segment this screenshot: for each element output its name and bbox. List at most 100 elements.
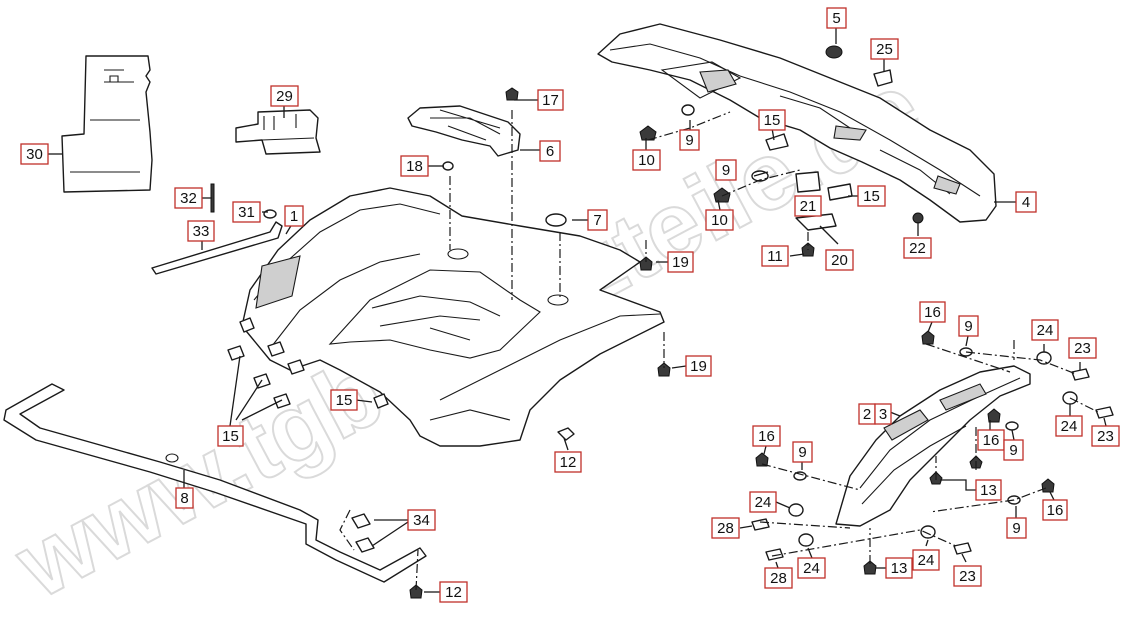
callout-9-top: 9 <box>679 129 700 151</box>
callout-19-upper: 19 <box>667 251 694 273</box>
svg-text:24: 24 <box>1037 322 1054 339</box>
callout-31: 31 <box>232 201 261 223</box>
callout-20: 20 <box>825 249 854 271</box>
svg-text:13: 13 <box>891 560 908 577</box>
svg-text:29: 29 <box>276 88 293 105</box>
svg-text:12: 12 <box>560 454 577 471</box>
callout-2: 2 <box>858 403 876 425</box>
svg-text:34: 34 <box>413 512 430 529</box>
svg-text:7: 7 <box>593 212 601 229</box>
svg-text:15: 15 <box>863 188 880 205</box>
callout-17: 17 <box>537 89 564 111</box>
callout-9-upper-right: 9 <box>958 315 979 337</box>
callout-7: 7 <box>587 209 608 231</box>
svg-text:10: 10 <box>638 152 655 169</box>
callout-19-lower: 19 <box>685 355 712 377</box>
svg-text:20: 20 <box>831 252 848 269</box>
part-34-bolts <box>351 513 423 599</box>
callout-9-right-lower: 9 <box>1006 517 1027 539</box>
callout-6: 6 <box>539 140 561 162</box>
callout-32: 32 <box>174 187 203 209</box>
svg-text:9: 9 <box>722 162 730 179</box>
callout-11: 11 <box>761 245 789 267</box>
callout-25: 25 <box>870 38 899 60</box>
part-1-rear-fender <box>241 187 665 447</box>
callout-29: 29 <box>270 85 299 107</box>
callout-28-upper: 28 <box>711 517 740 539</box>
callout-13-upper: 13 <box>975 479 1002 501</box>
callout-1: 1 <box>284 205 304 227</box>
svg-text:24: 24 <box>803 560 820 577</box>
svg-text:5: 5 <box>832 10 840 27</box>
svg-text:12: 12 <box>445 584 462 601</box>
svg-text:9: 9 <box>964 318 972 335</box>
svg-text:13: 13 <box>980 482 997 499</box>
callout-16-step: 16 <box>977 429 1005 451</box>
svg-text:18: 18 <box>406 158 423 175</box>
callout-10-top: 10 <box>632 149 661 171</box>
svg-text:15: 15 <box>764 112 781 129</box>
callout-34: 34 <box>407 509 436 531</box>
callout-24-bottom-right: 24 <box>912 549 940 571</box>
callout-15-top: 15 <box>758 109 786 131</box>
svg-text:23: 23 <box>1074 340 1091 357</box>
svg-text:9: 9 <box>685 132 693 149</box>
svg-text:16: 16 <box>924 304 941 321</box>
svg-text:10: 10 <box>711 212 728 229</box>
rack-hardware <box>639 45 924 257</box>
svg-text:24: 24 <box>755 494 772 511</box>
part-6-shield <box>407 105 521 157</box>
svg-text:22: 22 <box>909 240 926 257</box>
svg-text:9: 9 <box>1012 520 1020 537</box>
svg-text:1: 1 <box>290 208 298 225</box>
svg-text:9: 9 <box>1009 442 1017 459</box>
callout-24-left-step: 24 <box>749 491 777 513</box>
svg-text:15: 15 <box>222 428 239 445</box>
callout-23-upper-right: 23 <box>1068 337 1097 359</box>
svg-text:19: 19 <box>672 254 689 271</box>
callout-9-mid: 9 <box>715 159 737 181</box>
fender-clips <box>151 87 671 441</box>
callout-18: 18 <box>400 155 429 177</box>
callout-24-right: 24 <box>1055 415 1083 437</box>
svg-text:33: 33 <box>193 223 210 240</box>
callout-28-lower: 28 <box>764 567 793 589</box>
svg-text:28: 28 <box>770 570 787 587</box>
callout-12-center: 12 <box>554 451 582 473</box>
callout-3: 3 <box>874 403 892 425</box>
svg-text:11: 11 <box>767 248 783 265</box>
svg-text:16: 16 <box>983 432 1000 449</box>
svg-text:4: 4 <box>1022 194 1030 211</box>
leader-lines <box>48 28 1107 593</box>
svg-text:24: 24 <box>918 552 935 569</box>
svg-text:24: 24 <box>1061 418 1078 435</box>
callout-16-right-lower: 16 <box>1042 499 1068 521</box>
svg-text:23: 23 <box>1097 428 1114 445</box>
callouts: 5 25 29 17 6 15 9 10 30 18 9 10 21 15 4 … <box>20 7 1120 603</box>
callout-24-bottom-left: 24 <box>797 557 826 579</box>
part-29-bracket <box>235 109 321 155</box>
svg-text:16: 16 <box>758 428 775 445</box>
callout-33: 33 <box>187 220 215 242</box>
callout-16-left-step: 16 <box>752 425 781 447</box>
callout-12-bottom: 12 <box>439 581 468 603</box>
svg-text:19: 19 <box>690 358 707 375</box>
callout-22: 22 <box>903 237 932 259</box>
part-2-3-side-step <box>835 365 1031 527</box>
callout-10-mid: 10 <box>705 209 734 231</box>
callout-30: 30 <box>20 143 49 165</box>
callout-5: 5 <box>826 7 847 29</box>
callout-24-upper-right: 24 <box>1031 319 1059 341</box>
callout-15-mid: 15 <box>330 389 358 411</box>
callout-9-step: 9 <box>1003 439 1024 461</box>
callout-16-upper-right: 16 <box>919 301 946 323</box>
callout-23-bottom: 23 <box>953 565 982 587</box>
svg-text:16: 16 <box>1047 502 1064 519</box>
callout-9-left-step: 9 <box>792 441 813 463</box>
callout-15-left: 15 <box>217 425 244 447</box>
part-30-pad <box>61 55 153 193</box>
svg-text:31: 31 <box>238 204 255 221</box>
svg-text:15: 15 <box>336 392 353 409</box>
svg-text:30: 30 <box>26 146 43 163</box>
